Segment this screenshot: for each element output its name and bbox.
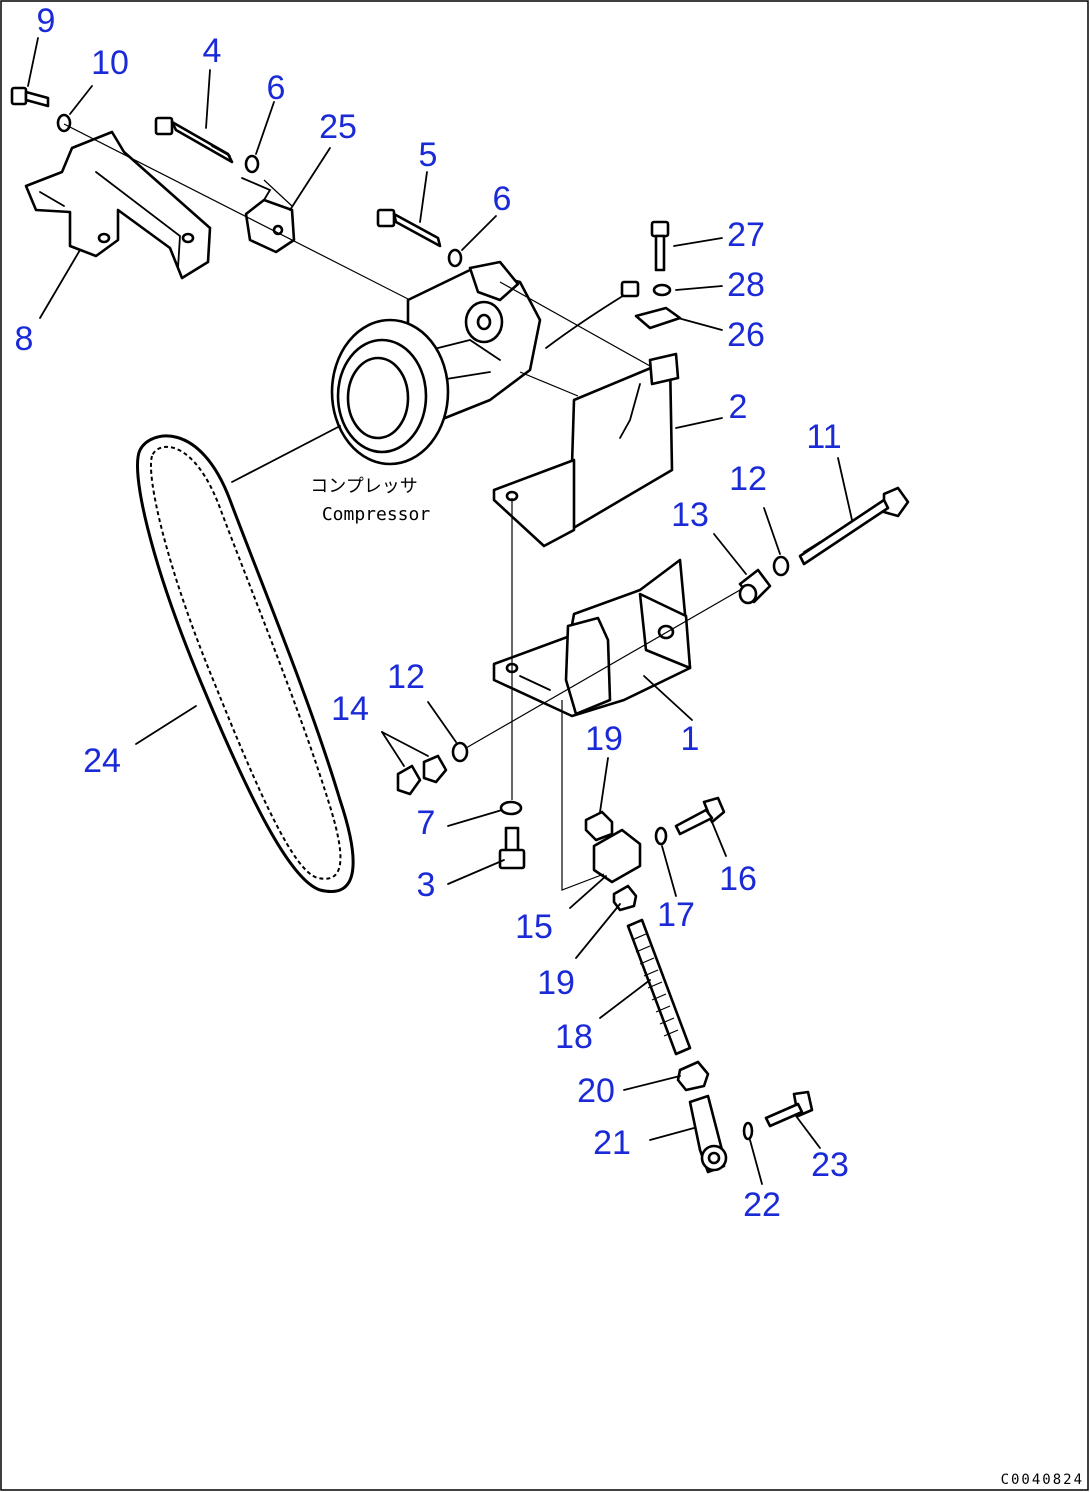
rod-end-21	[688, 1094, 728, 1174]
v-belt-24	[136, 434, 355, 893]
washer-10	[56, 113, 72, 133]
callout-4: 4	[203, 32, 222, 70]
clip-26	[634, 306, 682, 330]
bolt-16	[674, 796, 726, 836]
callout-5: 5	[419, 136, 438, 174]
callout-18: 18	[555, 1018, 593, 1056]
compressor-label-jp: コンプレッサ	[310, 476, 417, 497]
nuts-14	[396, 754, 448, 796]
bolt-5	[376, 208, 442, 248]
bracket-2	[492, 352, 680, 548]
washer-7	[499, 800, 523, 816]
leader-lines	[27, 37, 853, 1185]
compressor	[330, 260, 542, 466]
washer-22	[742, 1121, 754, 1141]
drawing-code: C0040824	[1001, 1472, 1084, 1488]
callout-3: 3	[417, 866, 436, 904]
callout-11: 11	[806, 418, 841, 456]
callout-6-lower: 6	[493, 180, 512, 218]
washer-12-right	[772, 555, 790, 577]
assembly-lines	[63, 123, 741, 891]
washer-28	[652, 283, 672, 297]
callout-20: 20	[577, 1072, 615, 1110]
callout-26: 26	[727, 316, 765, 354]
callout-10: 10	[91, 44, 129, 82]
callout-22: 22	[743, 1186, 781, 1224]
nut-19-upper	[584, 810, 614, 842]
block-15	[592, 828, 642, 884]
bolt-11	[798, 486, 910, 566]
bolt-3	[498, 826, 526, 870]
nut-20	[676, 1060, 710, 1092]
washer-17	[654, 826, 668, 846]
callout-27: 27	[727, 216, 765, 254]
callout-13: 13	[671, 496, 709, 534]
compressor-label-en: Compressor	[322, 504, 431, 525]
bracket-25	[241, 177, 296, 254]
callout-numbers: 9 10 4 6 25 5 6 8 27 28 26 2 11 12 13 12…	[15, 2, 849, 1224]
callout-6: 6	[267, 69, 286, 107]
bolt-4	[154, 116, 234, 164]
callout-2: 2	[729, 388, 748, 426]
spacer-13	[738, 568, 772, 605]
callout-15: 15	[515, 908, 553, 946]
callout-19-upper: 19	[585, 720, 623, 758]
callout-28: 28	[727, 266, 765, 304]
washer-12-left	[451, 741, 469, 763]
bolt-23	[764, 1090, 814, 1128]
callout-24: 24	[83, 742, 121, 780]
callout-23: 23	[811, 1146, 849, 1184]
callout-9: 9	[37, 2, 56, 40]
parts-drawing	[10, 86, 910, 1174]
callout-16: 16	[719, 860, 757, 898]
bolt-9	[10, 86, 50, 108]
bracket-1	[492, 558, 692, 718]
callout-12-left: 12	[387, 658, 425, 696]
washer-6-upper	[244, 154, 260, 174]
callout-14: 14	[331, 690, 369, 728]
washer-6-lower	[447, 248, 463, 268]
callout-17: 17	[657, 896, 695, 934]
callout-12-right: 12	[729, 460, 767, 498]
wire-harness	[545, 280, 640, 349]
callout-1: 1	[681, 720, 700, 758]
bracket-8	[24, 130, 212, 280]
callout-25: 25	[319, 108, 357, 146]
bolt-27	[650, 220, 670, 272]
callout-21: 21	[593, 1124, 631, 1162]
callout-7: 7	[417, 804, 436, 842]
rod-18	[626, 918, 692, 1056]
callout-8: 8	[15, 320, 34, 358]
callout-19-lower: 19	[537, 964, 575, 1002]
